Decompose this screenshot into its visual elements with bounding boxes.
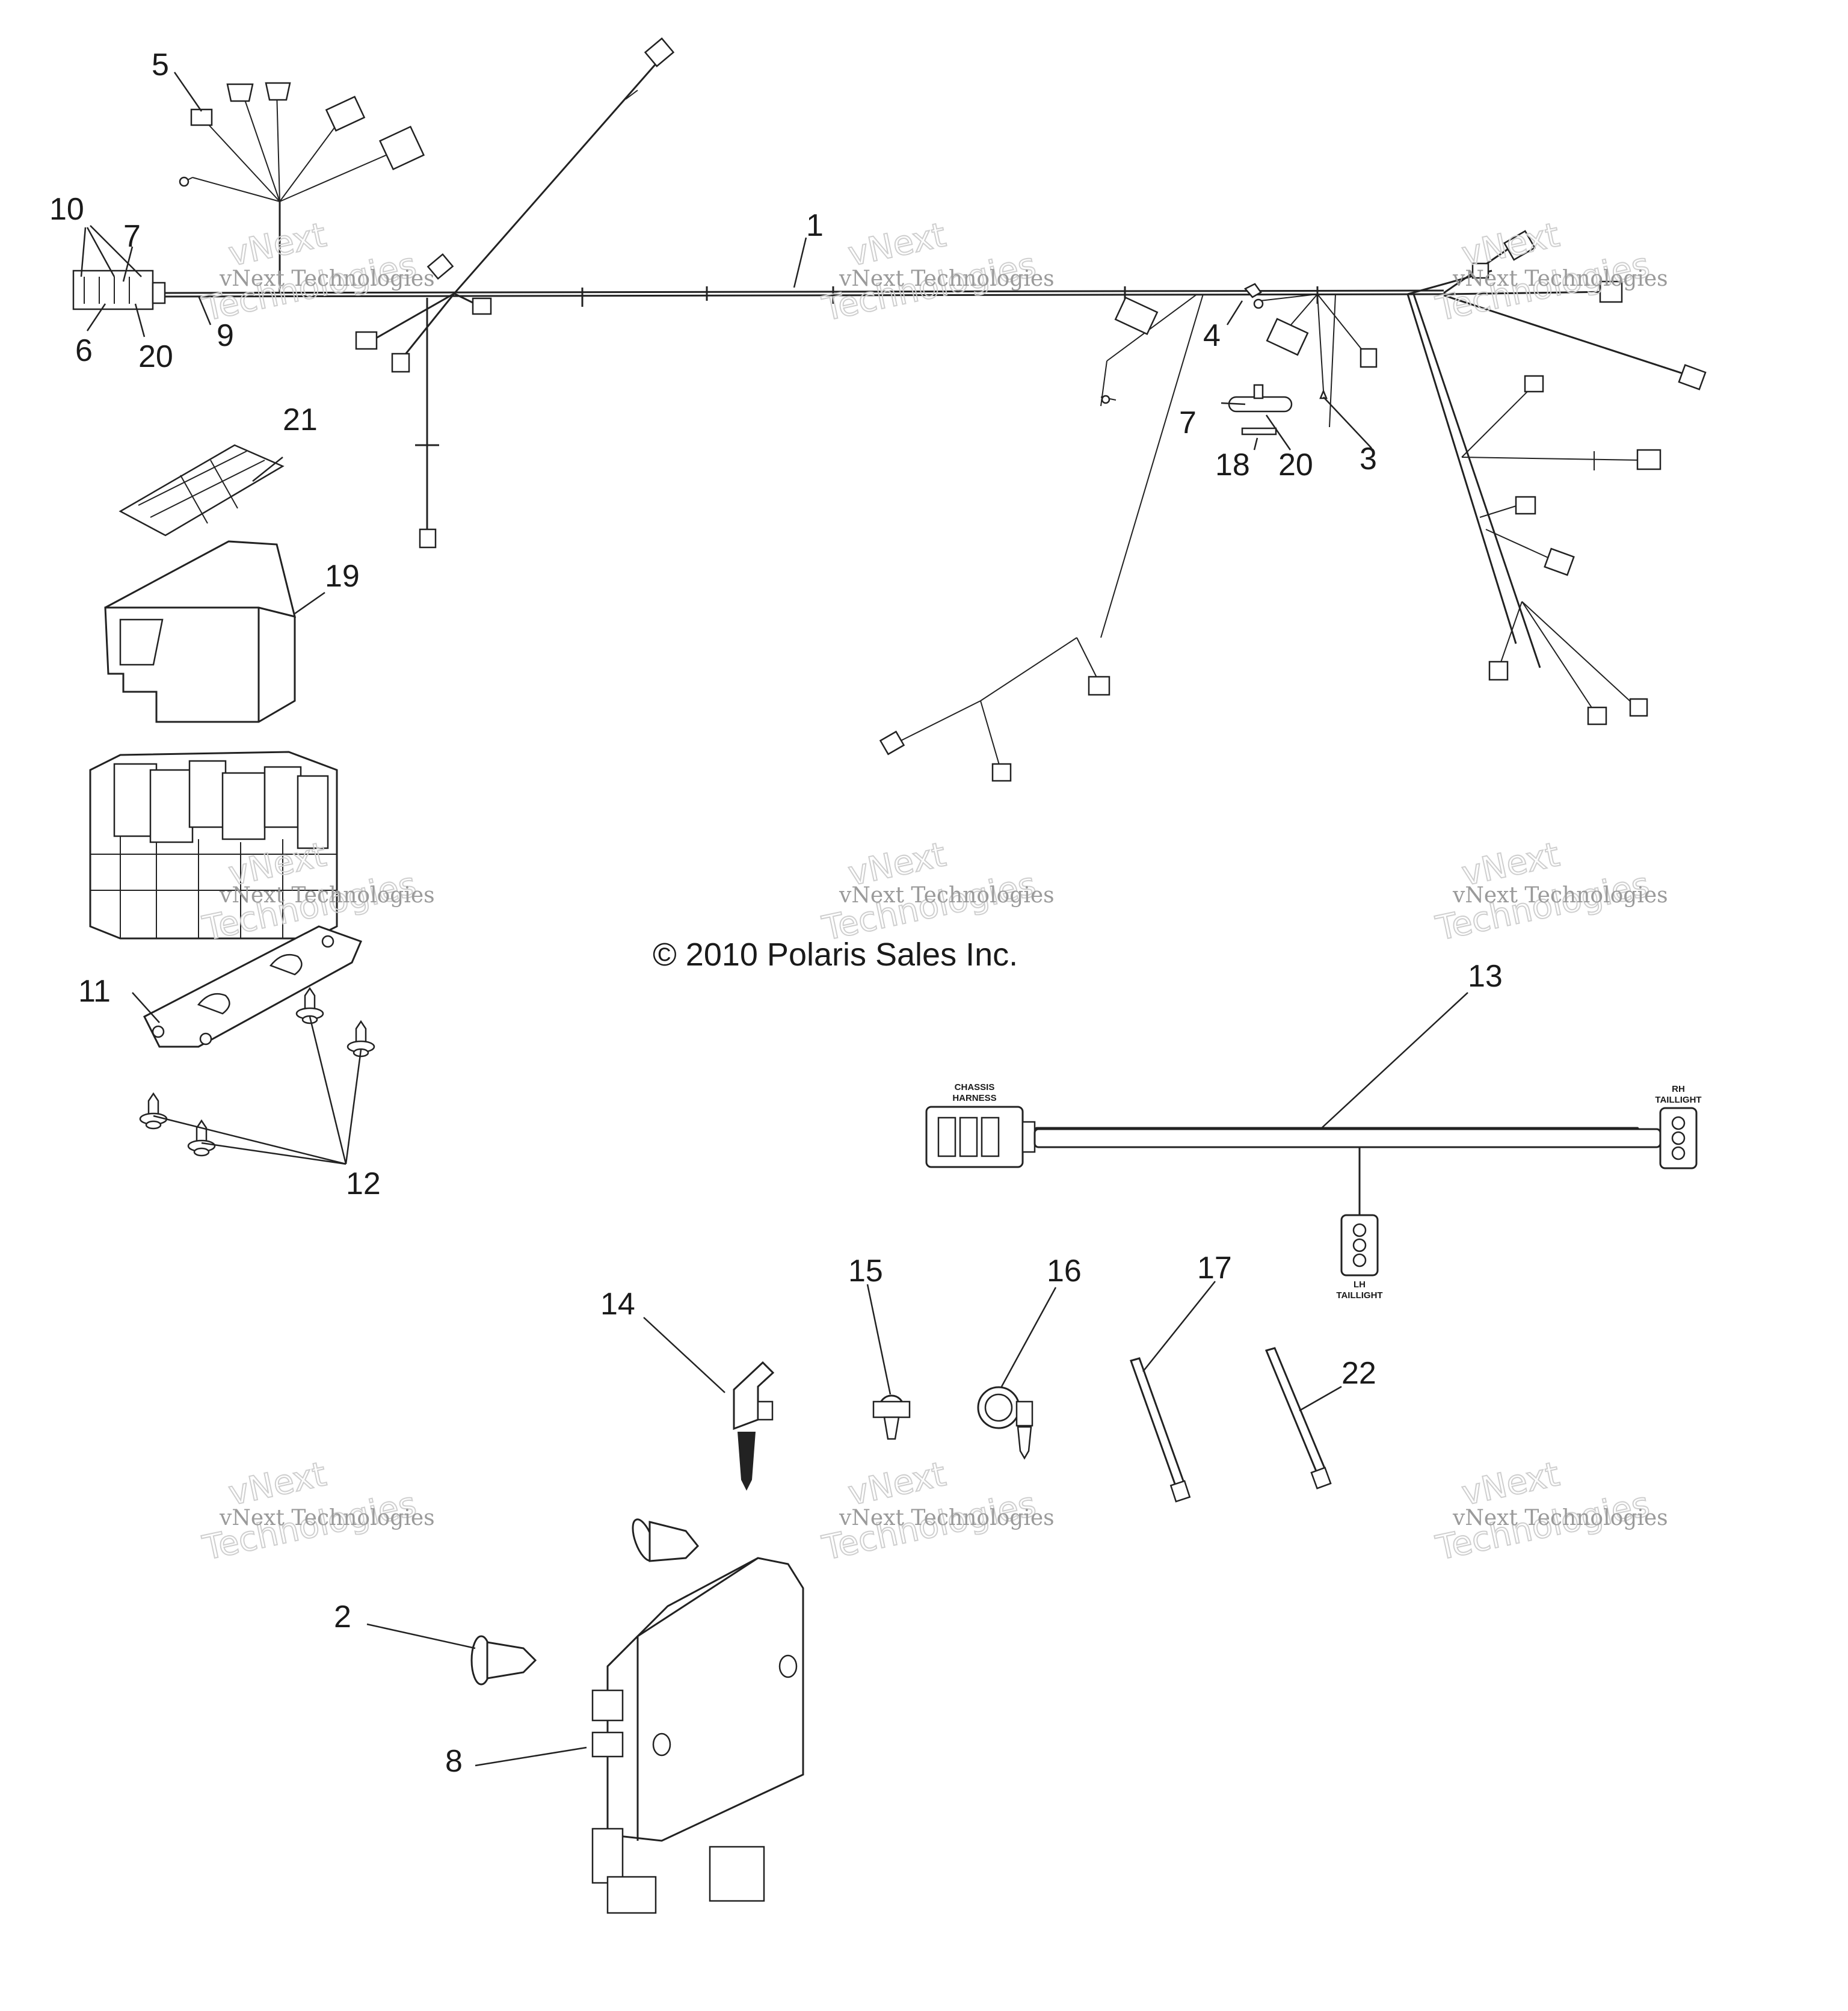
watermark-small: vNext Technologies bbox=[1452, 883, 1668, 908]
chassis-harness-label-1: CHASSIS bbox=[955, 1082, 995, 1092]
watermark-vnext: vNext bbox=[225, 1455, 330, 1514]
watermark-small: vNext Technologies bbox=[839, 1506, 1055, 1530]
control-module bbox=[591, 1557, 804, 1914]
callout-18: 18 bbox=[1215, 448, 1250, 482]
callout-19: 19 bbox=[325, 559, 360, 594]
callout-4: 4 bbox=[1203, 318, 1221, 353]
watermark-small: vNext Technologies bbox=[839, 883, 1055, 908]
callout-10: 10 bbox=[49, 192, 84, 227]
rh-taillight-label-2: TAILLIGHT bbox=[1655, 1095, 1701, 1105]
lh-taillight-label-1: LH bbox=[1354, 1280, 1366, 1290]
fuse-box-cover bbox=[104, 540, 297, 723]
callout-16: 16 bbox=[1047, 1254, 1082, 1289]
fuse-box bbox=[89, 751, 338, 940]
fuse-box-mounting-plate bbox=[143, 925, 363, 1048]
taillight-harness: CHASSIS HARNESS RH TAILLIGHT LH TAILLIGH… bbox=[925, 1082, 1702, 1301]
edge-clamp bbox=[872, 1394, 911, 1440]
callout-20-left: 20 bbox=[138, 339, 173, 374]
callout-22: 22 bbox=[1341, 1356, 1376, 1391]
cable-tie-17 bbox=[1130, 1357, 1191, 1503]
watermark-small: vNext Technologies bbox=[1452, 1506, 1668, 1530]
callout-15: 15 bbox=[848, 1254, 883, 1289]
callout-8: 8 bbox=[445, 1744, 463, 1779]
lh-taillight-label-2: TAILLIGHT bbox=[1336, 1290, 1382, 1301]
callout-5: 5 bbox=[152, 48, 169, 82]
watermark-vnext: vNext bbox=[1458, 215, 1563, 274]
callout-11: 11 bbox=[78, 974, 111, 1009]
push-rivet-2 bbox=[470, 1518, 700, 1686]
rh-taillight-label-1: RH bbox=[1672, 1084, 1685, 1094]
watermark-small: vNext Technologies bbox=[219, 1506, 435, 1530]
callout-numbers: 1 5 10 7 6 20 9 21 19 11 12 4 7 18 20 3 … bbox=[49, 48, 1503, 1779]
callout-1: 1 bbox=[806, 208, 824, 243]
watermark-small: vNext Technologies bbox=[219, 883, 435, 908]
callout-7-right: 7 bbox=[1179, 405, 1197, 440]
callout-17: 17 bbox=[1197, 1251, 1232, 1286]
watermark-small: vNext Technologies bbox=[839, 266, 1055, 291]
watermark-vnext: vNext bbox=[225, 215, 330, 274]
watermark-small: vNext Technologies bbox=[219, 266, 435, 291]
callout-13: 13 bbox=[1468, 959, 1503, 994]
callout-20-right: 20 bbox=[1278, 448, 1313, 482]
chassis-harness-label-2: HARNESS bbox=[952, 1093, 996, 1103]
watermark-vnext: vNext bbox=[845, 1455, 949, 1514]
callout-6: 6 bbox=[75, 333, 93, 368]
leader-lines bbox=[80, 72, 1468, 1767]
watermark-vnext: vNext bbox=[1458, 1455, 1563, 1514]
callout-2: 2 bbox=[334, 1600, 351, 1634]
callout-3: 3 bbox=[1360, 442, 1377, 476]
watermark-small: vNext Technologies bbox=[1452, 266, 1668, 291]
callout-21: 21 bbox=[283, 402, 318, 437]
harness-clip bbox=[733, 1361, 775, 1491]
copyright-notice: © 2010 Polaris Sales Inc. bbox=[653, 937, 1018, 973]
watermark-vnext: vNext bbox=[845, 215, 949, 274]
callout-14: 14 bbox=[600, 1287, 635, 1322]
hose-clamp bbox=[977, 1386, 1033, 1460]
watermarks: vNext Technologies vNext Technologies vN… bbox=[199, 215, 1668, 1569]
callout-9: 9 bbox=[217, 318, 234, 353]
callout-7-left: 7 bbox=[123, 219, 141, 254]
callout-12: 12 bbox=[346, 1166, 381, 1201]
cable-tie-22 bbox=[1264, 1347, 1332, 1489]
main-harness bbox=[72, 37, 1707, 782]
fuse-box-label-decal bbox=[119, 444, 285, 537]
